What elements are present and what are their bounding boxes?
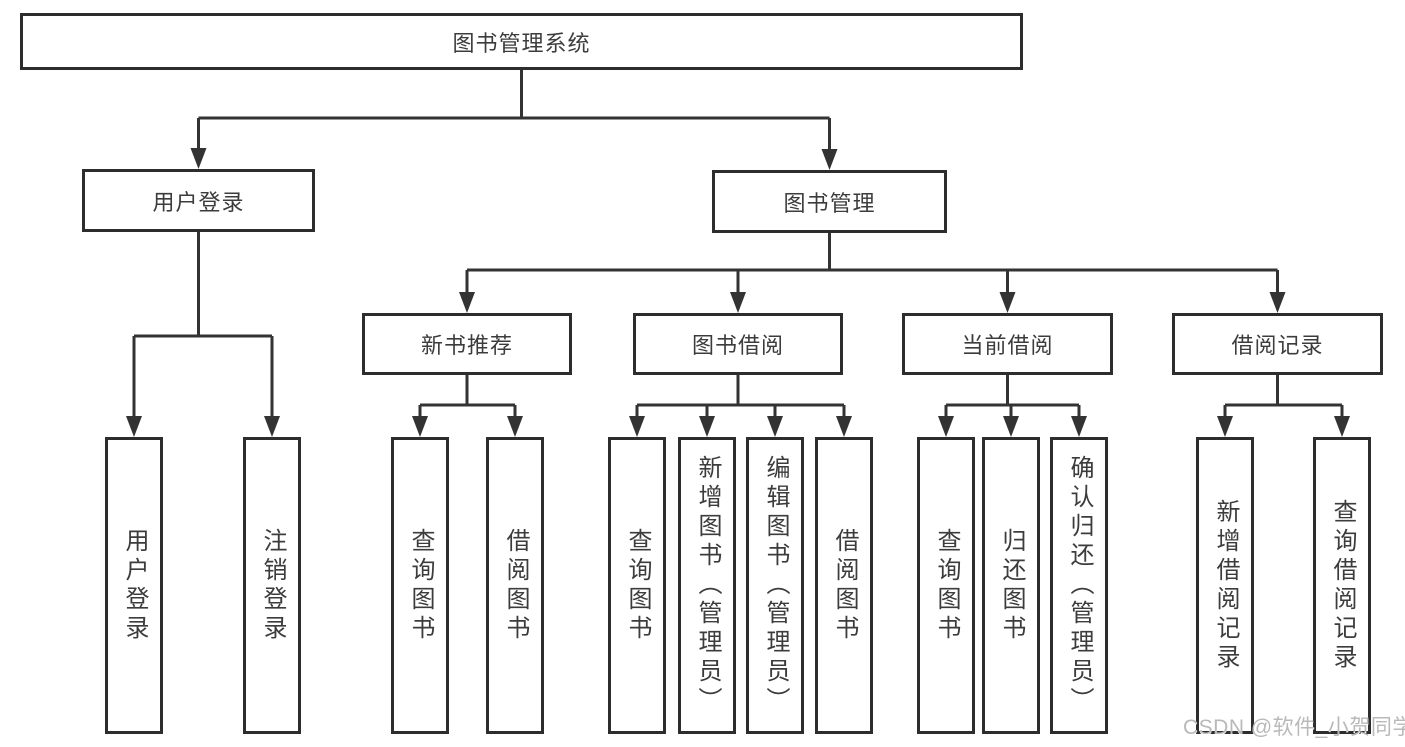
node-book-management-label: 图书管理 <box>783 190 876 216</box>
node-book-borrow-label: 图书借阅 <box>691 333 784 358</box>
leaf-query-borrow-record: 查询借阅记录 <box>1313 437 1371 734</box>
leaf-query-books-borrow-label: 查询图书 <box>624 527 651 644</box>
leaf-add-books-admin: 新增图书（管理员） <box>678 437 736 734</box>
node-new-book-recommend: 新书推荐 <box>362 313 572 375</box>
leaf-query-books-recommend: 查询图书 <box>391 437 449 734</box>
leaf-user-login: 用户登录 <box>105 437 163 734</box>
leaf-query-borrow-record-label: 查询借阅记录 <box>1329 498 1356 673</box>
leaf-user-login-label: 用户登录 <box>121 527 148 644</box>
connector-borrowrecords-to-leaves <box>1217 375 1350 437</box>
leaf-borrow-books-recommend: 借阅图书 <box>486 437 544 734</box>
node-book-management: 图书管理 <box>712 170 947 233</box>
leaf-edit-books-admin-label: 编辑图书（管理员） <box>762 455 789 716</box>
leaf-add-borrow-record-label: 新增借阅记录 <box>1212 498 1239 673</box>
node-borrow-records: 借阅记录 <box>1172 313 1383 375</box>
leaf-add-books-admin-label: 新增图书（管理员） <box>694 455 721 716</box>
node-current-borrow: 当前借阅 <box>902 313 1113 375</box>
leaf-query-books-current: 查询图书 <box>917 437 975 734</box>
leaf-return-books: 归还图书 <box>982 437 1040 734</box>
connector-newbook-to-leaves <box>412 375 523 437</box>
node-root: 图书管理系统 <box>20 13 1023 70</box>
connector-root-to-level2 <box>190 70 838 170</box>
leaf-borrow-books: 借阅图书 <box>815 437 873 734</box>
node-new-book-recommend-label: 新书推荐 <box>420 333 513 358</box>
connector-userlogin-to-leaves <box>126 232 280 437</box>
node-current-borrow-label: 当前借阅 <box>961 333 1054 358</box>
node-borrow-records-label: 借阅记录 <box>1231 333 1324 358</box>
node-user-login: 用户登录 <box>82 169 315 232</box>
leaf-query-books-recommend-label: 查询图书 <box>407 527 434 644</box>
node-root-label: 图书管理系统 <box>452 30 591 56</box>
connector-bookmgmt-to-level3 <box>459 233 1286 313</box>
leaf-add-borrow-record: 新增借阅记录 <box>1196 437 1254 734</box>
leaf-logout: 注销登录 <box>243 437 301 734</box>
node-book-borrow: 图书借阅 <box>633 313 843 375</box>
leaf-query-books-current-label: 查询图书 <box>933 527 960 644</box>
leaf-logout-label: 注销登录 <box>259 527 286 644</box>
connector-currentborrow-to-leaves <box>938 375 1087 437</box>
leaf-borrow-books-recommend-label: 借阅图书 <box>502 527 529 644</box>
leaf-edit-books-admin: 编辑图书（管理员） <box>746 437 804 734</box>
leaf-borrow-books-label: 借阅图书 <box>831 527 858 644</box>
csdn-watermark: CSDN @软件_小贺同学 <box>1183 716 1405 739</box>
node-user-login-label: 用户登录 <box>152 189 245 215</box>
connector-bookborrow-to-leaves <box>629 375 852 437</box>
leaf-confirm-return-admin: 确认归还（管理员） <box>1050 437 1108 734</box>
leaf-query-books-borrow: 查询图书 <box>608 437 666 734</box>
leaf-return-books-label: 归还图书 <box>998 527 1025 644</box>
leaf-confirm-return-admin-label: 确认归还（管理员） <box>1066 455 1093 716</box>
